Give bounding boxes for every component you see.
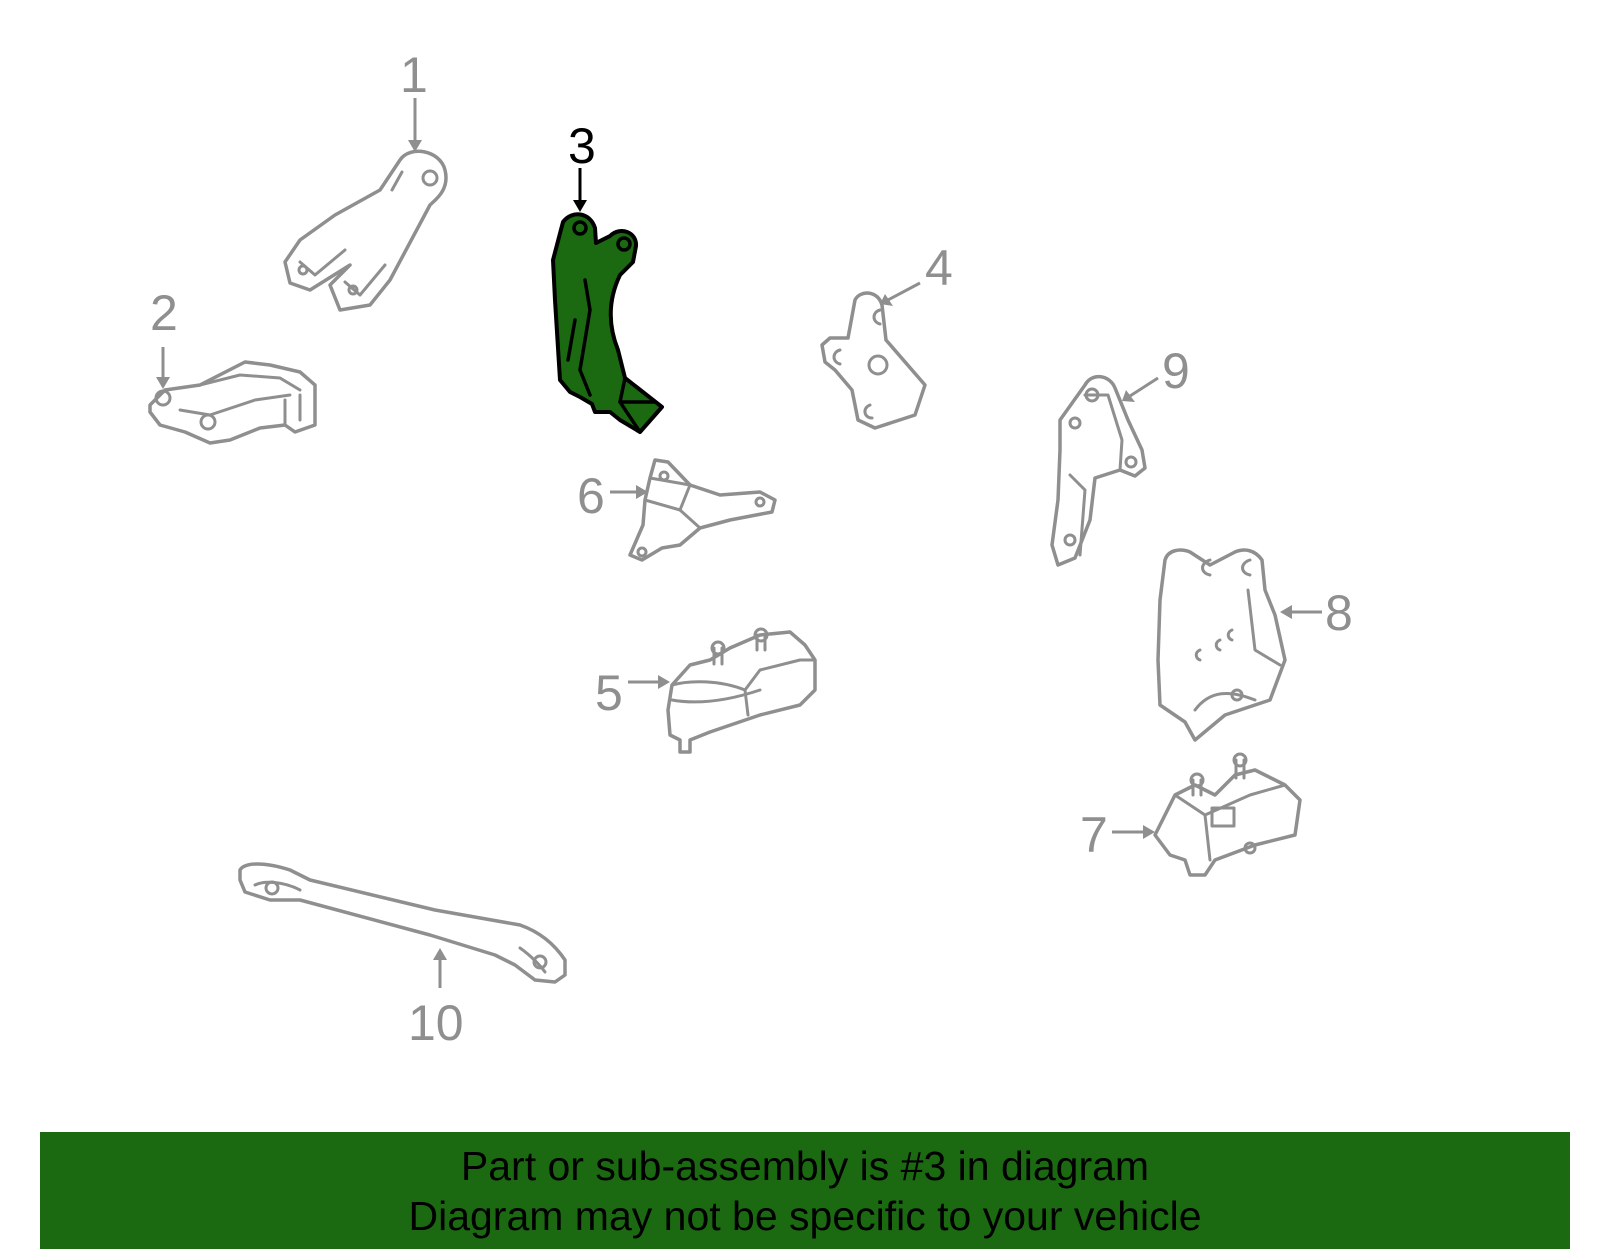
callout-9: 9 bbox=[1122, 343, 1190, 402]
part-9-bracket[interactable] bbox=[1050, 375, 1147, 567]
callout-1: 1 bbox=[400, 47, 428, 152]
callout-label-10: 10 bbox=[408, 995, 464, 1051]
callout-label-4: 4 bbox=[925, 240, 953, 296]
callout-label-2: 2 bbox=[150, 285, 178, 341]
callout-5: 5 bbox=[595, 665, 670, 721]
banner-line-disclaimer: Diagram may not be specific to your vehi… bbox=[408, 1192, 1202, 1239]
callout-10: 10 bbox=[408, 948, 464, 1051]
part-3-bracket-highlighted[interactable] bbox=[551, 212, 664, 434]
callout-3: 3 bbox=[568, 118, 596, 212]
callout-label-6: 6 bbox=[577, 468, 605, 524]
callout-label-7: 7 bbox=[1080, 807, 1108, 863]
part-2-mount[interactable] bbox=[148, 360, 317, 445]
part-7-mount[interactable] bbox=[1153, 752, 1302, 877]
info-banner: Part or sub-assembly is #3 in diagram Di… bbox=[40, 1132, 1570, 1249]
callout-label-3: 3 bbox=[568, 118, 596, 174]
callout-4: 4 bbox=[880, 240, 953, 306]
part-5-mount[interactable] bbox=[666, 627, 817, 754]
callout-label-8: 8 bbox=[1325, 585, 1353, 641]
callout-2: 2 bbox=[150, 285, 178, 389]
callout-label-1: 1 bbox=[400, 47, 428, 103]
part-4-bracket[interactable] bbox=[820, 291, 927, 430]
banner-line-part: Part or sub-assembly is #3 in diagram bbox=[460, 1142, 1150, 1189]
callout-7: 7 bbox=[1080, 807, 1155, 863]
part-10-crossmember[interactable] bbox=[238, 862, 567, 984]
callout-6: 6 bbox=[577, 468, 648, 524]
callout-label-9: 9 bbox=[1162, 343, 1190, 399]
part-1-torque-strut[interactable] bbox=[283, 149, 448, 312]
callout-label-5: 5 bbox=[595, 665, 623, 721]
part-6-bracket[interactable] bbox=[628, 458, 777, 562]
part-8-bracket[interactable] bbox=[1156, 548, 1287, 742]
callout-8: 8 bbox=[1280, 585, 1353, 641]
